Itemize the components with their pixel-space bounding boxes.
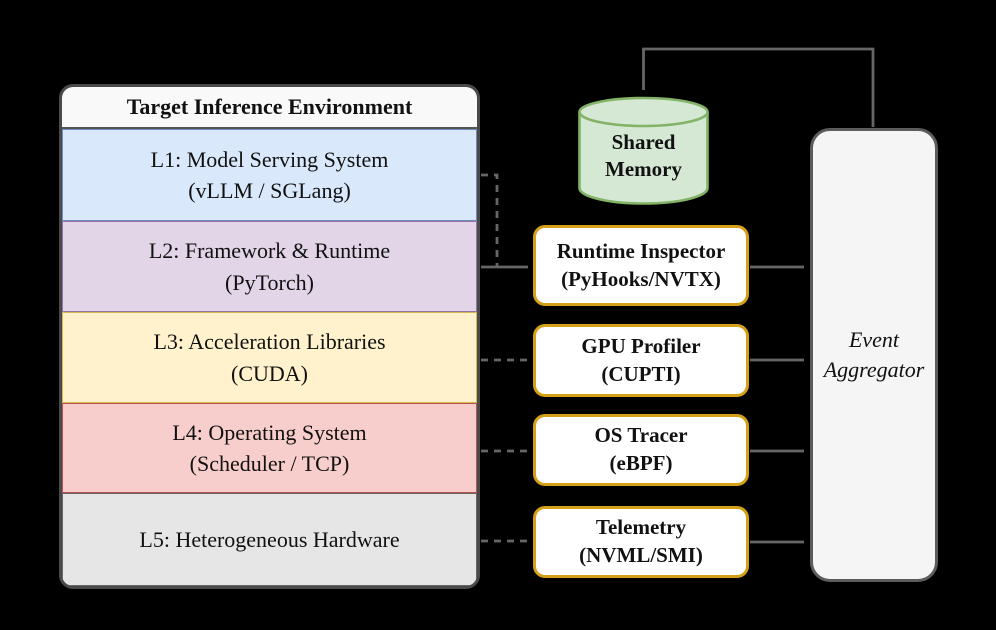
gpu-profiler-box: GPU Profiler (CUPTI) — [533, 324, 749, 397]
shared-memory-line1: Shared — [611, 130, 676, 154]
os-tracer-title: OS Tracer — [594, 423, 688, 448]
layer-l4-operating-system: L4: Operating System (Scheduler / TCP) — [62, 403, 477, 493]
event-aggregator-box: Event Aggregator — [810, 128, 938, 582]
shared-memory-label: Shared Memory — [578, 129, 709, 184]
layer-l1-label-line2: (vLLM / SGLang) — [188, 178, 351, 203]
shared-memory-store: Shared Memory — [578, 96, 709, 205]
connector-l1-elbow-dashed — [481, 173, 499, 267]
layer-l1-model-serving: L1: Model Serving System (vLLM / SGLang) — [62, 129, 477, 221]
cylinder-body — [578, 112, 709, 205]
runtime-inspector-subtitle: (PyHooks/NVTX) — [561, 266, 721, 291]
runtime-inspector-box: Runtime Inspector (PyHooks/NVTX) — [533, 225, 749, 306]
layer-l4-label-line1: L4: Operating System — [172, 419, 367, 445]
layer-l2-framework-runtime: L2: Framework & Runtime (PyTorch) — [62, 221, 477, 312]
layer-l3-label-line1: L3: Acceleration Libraries — [153, 329, 386, 355]
os-tracer-subtitle: (eBPF) — [609, 451, 673, 475]
layer-l3-label-line2: (CUDA) — [231, 360, 308, 386]
gpu-profiler-subtitle: (CUPTI) — [601, 361, 681, 386]
shared-memory-line2: Memory — [605, 157, 682, 182]
event-aggregator-label-line2: Aggregator — [823, 357, 925, 382]
runtime-inspector-title: Runtime Inspector — [556, 238, 726, 263]
layer-l4-label-line2: (Scheduler / TCP) — [189, 451, 350, 476]
layer-l1-label-line1: L1: Model Serving System — [150, 146, 389, 172]
os-tracer-box: OS Tracer (eBPF) — [533, 414, 749, 486]
layer-l5-heterogeneous-hardware: L5: Heterogeneous Hardware — [62, 493, 477, 586]
telemetry-box: Telemetry (NVML/SMI) — [533, 506, 749, 578]
gpu-profiler-title: GPU Profiler — [581, 333, 701, 358]
target-inference-environment-box: Target Inference Environment L1: Model S… — [59, 84, 480, 589]
layer-l2-label-line2: (PyTorch) — [225, 269, 314, 295]
layer-l2-label-line1: L2: Framework & Runtime — [148, 238, 391, 264]
environment-title: Target Inference Environment — [62, 87, 477, 129]
layer-l5-label-line1: L5: Heterogeneous Hardware — [139, 526, 400, 552]
telemetry-title: Telemetry — [595, 515, 687, 540]
cylinder-top — [578, 96, 709, 128]
telemetry-subtitle: (NVML/SMI) — [579, 543, 703, 567]
layer-l3-acceleration-libraries: L3: Acceleration Libraries (CUDA) — [62, 312, 477, 403]
event-aggregator-label-line1: Event — [848, 327, 900, 353]
